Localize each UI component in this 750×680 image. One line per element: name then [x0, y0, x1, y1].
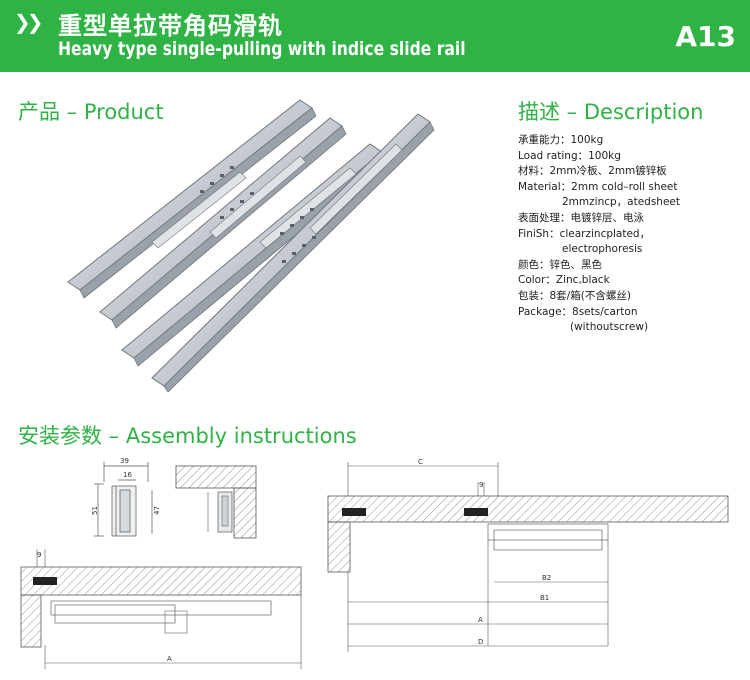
- dim-47: 47: [153, 506, 161, 515]
- left-dim-a: A: [167, 655, 172, 663]
- right-dim-9: 9: [479, 481, 483, 489]
- material-en: Material：2mm cold–roll sheet: [518, 180, 678, 193]
- slide-rail-4: [151, 113, 435, 392]
- left-dim-9: 9: [37, 551, 41, 559]
- header-bar: ❯❯ 重型单拉带角码滑轨 Heavy type single-pulling w…: [0, 0, 750, 72]
- cross-section-diagram: 39 16 51 47: [91, 457, 161, 537]
- right-dim-b1: B1: [540, 594, 549, 602]
- color-cn: 颜色：锌色、黑色: [518, 258, 602, 271]
- product-image: [67, 99, 435, 392]
- finish-en: FiniSh：clearzincplated，: [518, 227, 651, 240]
- load-rating-cn: 承重能力：100kg: [518, 134, 604, 146]
- dim-39: 39: [120, 457, 129, 465]
- left-installation-diagram: 9 A: [20, 549, 302, 669]
- corner-detail-diagram: [175, 465, 257, 539]
- slide-rail-1: [67, 99, 317, 299]
- dim-16: 16: [123, 471, 132, 479]
- section-product-title: 产品 – Product: [18, 100, 164, 124]
- right-installation-diagram: C 9 B2 B1 A D: [327, 458, 729, 652]
- right-dim-b2: B2: [542, 574, 551, 582]
- package-en-cont: (withoutscrew): [570, 321, 649, 334]
- package-cn: 包装：8套/箱(不含螺丝): [518, 289, 631, 302]
- dim-51: 51: [91, 506, 99, 515]
- section-description-title: 描述 – Description: [518, 100, 704, 124]
- description-list: 承重能力：100kg Load rating：100kg 材料：2mm冷板、2m…: [518, 133, 680, 336]
- right-dim-c: C: [418, 458, 423, 466]
- finish-en-cont: electrophoresis: [562, 243, 643, 256]
- material-en-cont: 2mmzincp，atedsheet: [562, 196, 680, 209]
- title-english: Heavy type single-pulling with indice sl…: [58, 38, 466, 60]
- title-chinese: 重型单拉带角码滑轨: [58, 12, 283, 40]
- slide-rail-2: [99, 117, 347, 329]
- right-dim-d: D: [478, 638, 483, 646]
- slide-rail-3: [121, 143, 387, 367]
- product-code: A13: [675, 20, 736, 53]
- right-dim-a: A: [478, 616, 483, 624]
- color-en: Color：Zinc,black: [518, 274, 610, 287]
- section-assembly-title: 安装参数 – Assembly instructions: [18, 424, 357, 448]
- finish-cn: 表面处理：电镀锌层、电泳: [518, 211, 644, 224]
- load-rating-en: Load rating：100kg: [518, 149, 621, 162]
- material-cn: 材料：2mm冷板、2mm镀锌板: [518, 165, 667, 178]
- package-en: Package：8sets/carton: [518, 305, 638, 318]
- double-chevron-right-icon: ❯❯: [14, 10, 43, 34]
